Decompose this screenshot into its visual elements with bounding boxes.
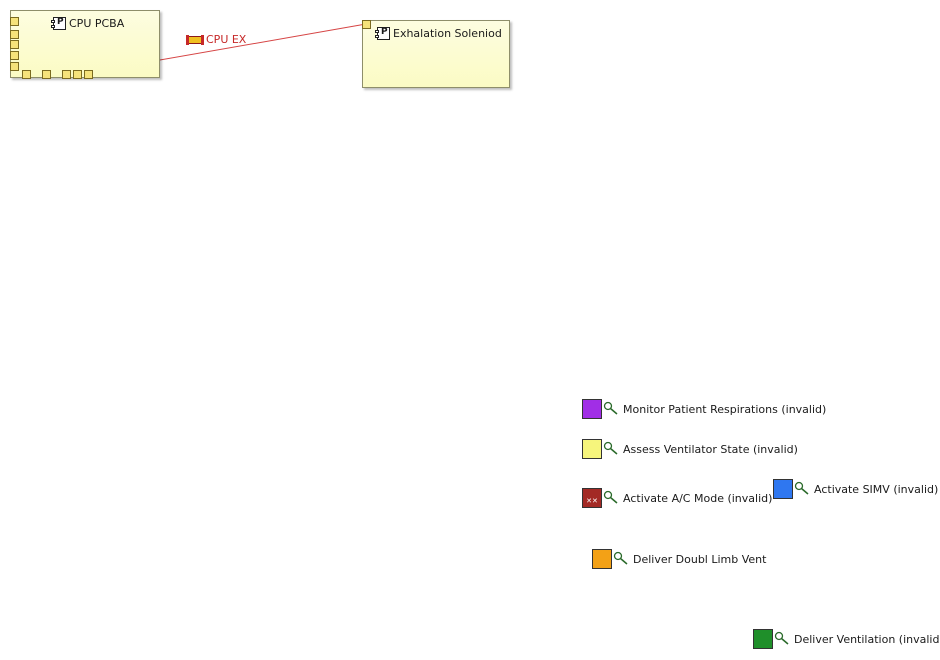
color-swatch [592, 549, 612, 569]
connector-label[interactable]: CPU EX [186, 33, 247, 46]
legend-label: Activate SIMV (invalid) [814, 482, 939, 496]
part-cpu-pcba[interactable]: P CPU PCBA [10, 10, 160, 78]
part-exhalation-soleniod[interactable]: P Exhalation Soleniod [362, 20, 510, 88]
legend-item-monitor-patient-respirations[interactable]: Monitor Patient Respirations (invalid) [582, 399, 826, 419]
color-swatch [753, 629, 773, 649]
legend-label: Deliver Doubl Limb Vent [633, 552, 767, 566]
part-icon: P [51, 17, 66, 30]
part-header: P CPU PCBA [51, 17, 125, 30]
legend-item-activate-ac-mode[interactable]: ✕✕ Activate A/C Mode (invalid) [582, 488, 772, 508]
port[interactable] [84, 70, 93, 79]
connector-icon [186, 34, 204, 45]
legend-label: Activate A/C Mode (invalid) [623, 491, 773, 505]
port[interactable] [22, 70, 31, 79]
port[interactable] [62, 70, 71, 79]
usecase-icon [774, 631, 789, 645]
port[interactable] [10, 17, 19, 26]
port[interactable] [10, 51, 19, 60]
legend-label: Deliver Ventilation (invalid) [794, 632, 940, 646]
usecase-icon [603, 401, 618, 415]
part-header: P Exhalation Soleniod [375, 27, 502, 40]
color-swatch [773, 479, 793, 499]
part-label: CPU PCBA [69, 17, 125, 30]
legend-item-deliver-doubl-limb-vent[interactable]: Deliver Doubl Limb Vent [592, 549, 766, 569]
port[interactable] [362, 20, 371, 29]
usecase-icon [603, 490, 618, 504]
part-icon: P [375, 27, 390, 40]
port[interactable] [10, 40, 19, 49]
part-label: Exhalation Soleniod [393, 27, 502, 40]
color-swatch: ✕✕ [582, 488, 602, 508]
legend-item-assess-ventilator-state[interactable]: Assess Ventilator State (invalid) [582, 439, 798, 459]
port[interactable] [73, 70, 82, 79]
port[interactable] [10, 30, 19, 39]
port[interactable] [10, 62, 19, 71]
legend-item-activate-simv[interactable]: Activate SIMV (invalid) [773, 479, 938, 499]
usecase-icon [794, 481, 809, 495]
legend-item-deliver-ventilation[interactable]: Deliver Ventilation (invalid) [753, 629, 940, 649]
legend-label: Monitor Patient Respirations (invalid) [623, 402, 827, 416]
port[interactable] [42, 70, 51, 79]
usecase-icon [603, 441, 618, 455]
usecase-icon [613, 551, 628, 565]
legend-label: Assess Ventilator State (invalid) [623, 442, 798, 456]
connector-text: CPU EX [206, 33, 247, 46]
color-swatch [582, 439, 602, 459]
color-swatch [582, 399, 602, 419]
